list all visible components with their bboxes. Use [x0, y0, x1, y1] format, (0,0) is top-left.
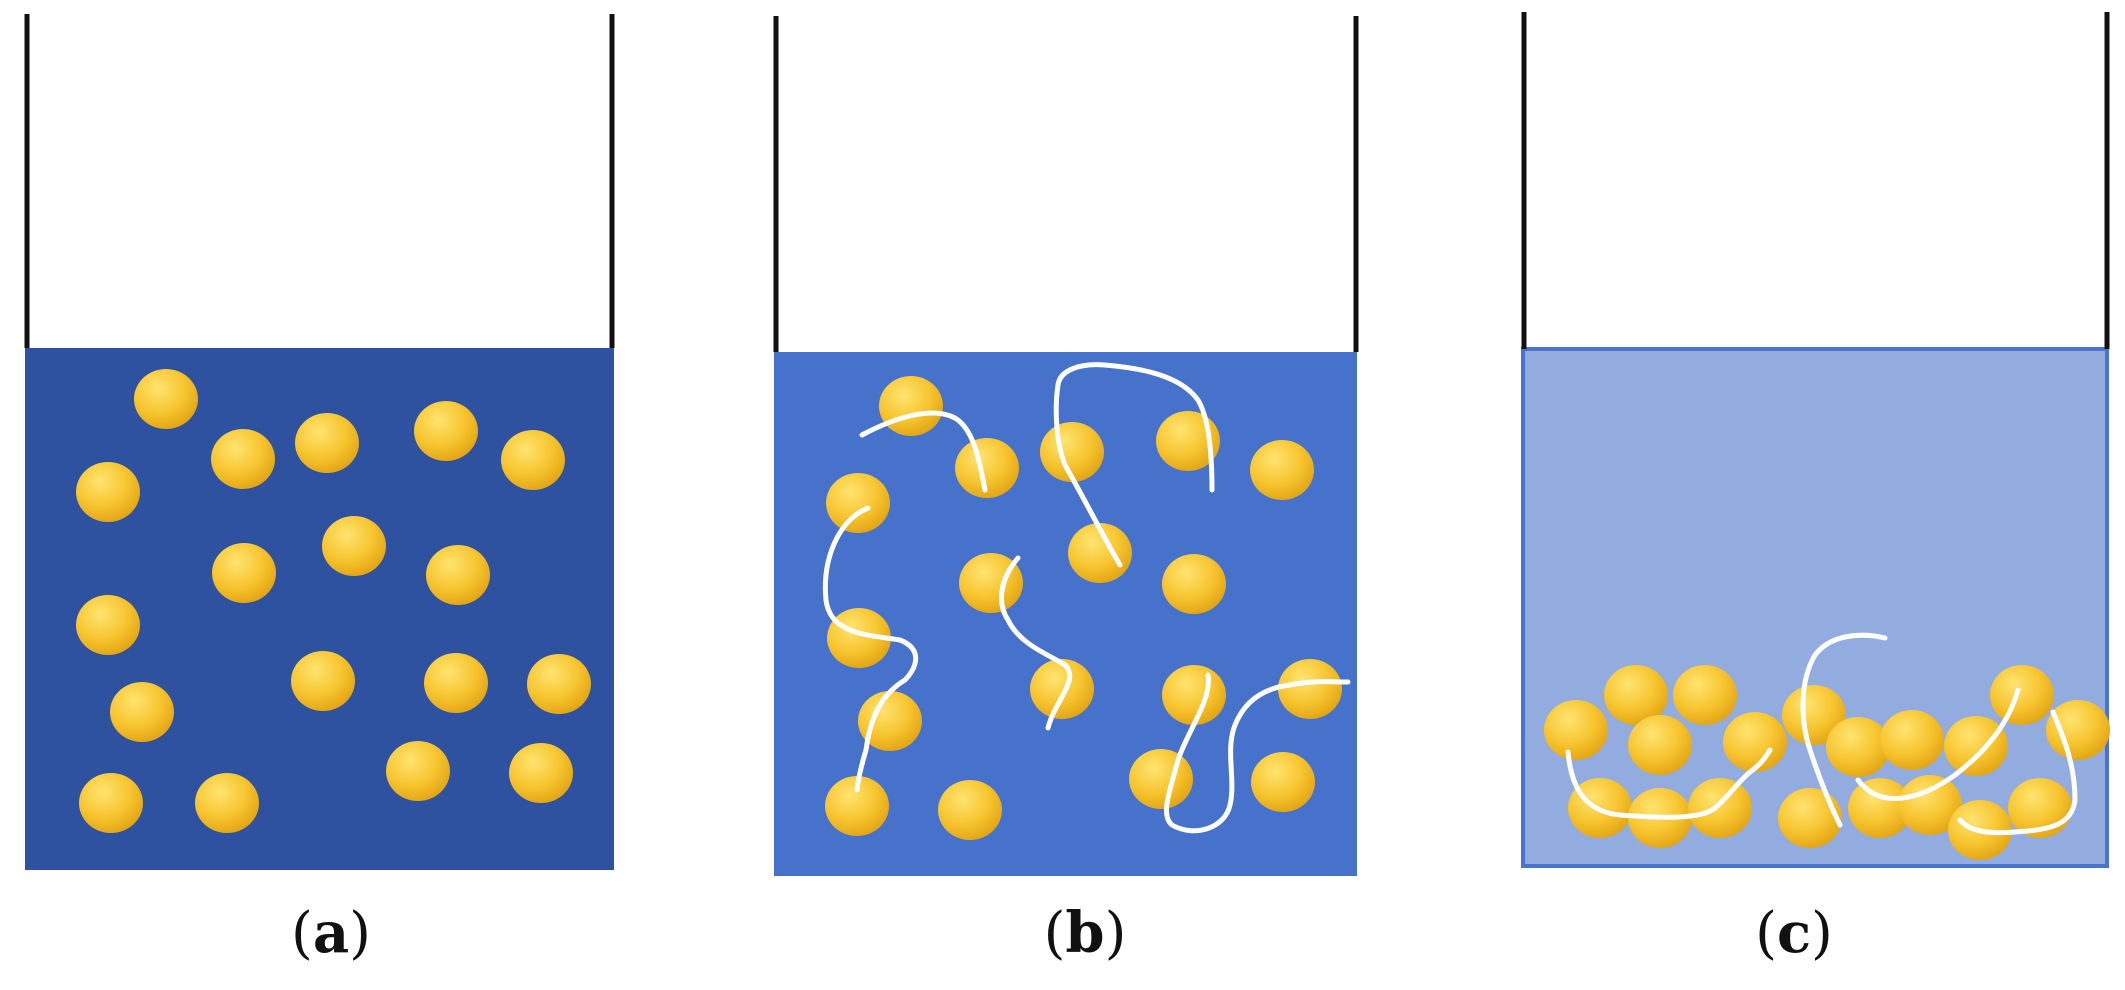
polymer-chain [1565, 747, 1773, 820]
particle [295, 413, 359, 473]
particle [386, 741, 450, 801]
particle [79, 773, 143, 833]
particle [212, 543, 276, 603]
beaker-c [1521, 12, 2110, 868]
beaker-b [773, 16, 1359, 876]
particle [938, 780, 1002, 840]
polymer-chain [859, 410, 988, 493]
panel-label-b: (b) [1043, 900, 1127, 966]
particle [959, 553, 1023, 613]
particle [858, 691, 922, 751]
particle [1688, 778, 1752, 838]
particle [827, 608, 891, 668]
particle [1782, 685, 1846, 745]
particle [1068, 523, 1132, 583]
particle [1778, 788, 1842, 848]
particle [1604, 665, 1668, 725]
particle [1673, 665, 1737, 725]
particle [509, 743, 573, 803]
particles-c [1544, 665, 2110, 860]
particle [1880, 710, 1944, 770]
particle [76, 462, 140, 522]
particle [826, 473, 890, 533]
particle [1544, 700, 1608, 760]
particle [211, 429, 275, 489]
polymer-chain [822, 505, 919, 793]
particle [1162, 554, 1226, 614]
particle [1278, 659, 1342, 719]
particle [1250, 440, 1314, 500]
particle [1251, 752, 1315, 812]
polymer-chains-b [822, 362, 1351, 834]
particle [426, 545, 490, 605]
particles-a [76, 369, 591, 833]
panel-label-letter: a [312, 900, 350, 966]
particle [195, 773, 259, 833]
beaker-a [24, 14, 615, 870]
particle [955, 438, 1019, 498]
polymer-chain [998, 555, 1073, 731]
polymer-chain [1855, 687, 2021, 801]
particle [76, 595, 140, 655]
particle [1628, 715, 1692, 775]
particle [1848, 778, 1912, 838]
particle [1723, 712, 1787, 772]
particle [1156, 411, 1220, 471]
panel-label-c: (c) [1755, 900, 1833, 966]
panel-label-a: (a) [290, 900, 371, 966]
panel-label-letter: b [1065, 900, 1105, 966]
liquid-c [1521, 347, 2109, 868]
particle [1898, 775, 1962, 835]
particle [1826, 717, 1890, 777]
panel-label-letter: c [1776, 900, 1812, 966]
particles-b [825, 376, 1342, 840]
particle [291, 651, 355, 711]
particle [1990, 665, 2054, 725]
polymer-chain [1163, 672, 1351, 834]
particle [1162, 665, 1226, 725]
particle [527, 654, 591, 714]
polymer-chain [1957, 709, 2078, 836]
particle [1030, 659, 1094, 719]
particle [134, 369, 198, 429]
particle [424, 653, 488, 713]
particle [501, 430, 565, 490]
polymer-chain [1053, 362, 1215, 568]
particle [2046, 700, 2110, 760]
particle [414, 401, 478, 461]
polymer-chains-c [1565, 632, 2078, 836]
particle [825, 776, 889, 836]
particle [110, 682, 174, 742]
particle [1944, 716, 2008, 776]
particle [1129, 749, 1193, 809]
polymer-chain [1800, 632, 1888, 828]
particle [322, 516, 386, 576]
particle [879, 376, 943, 436]
